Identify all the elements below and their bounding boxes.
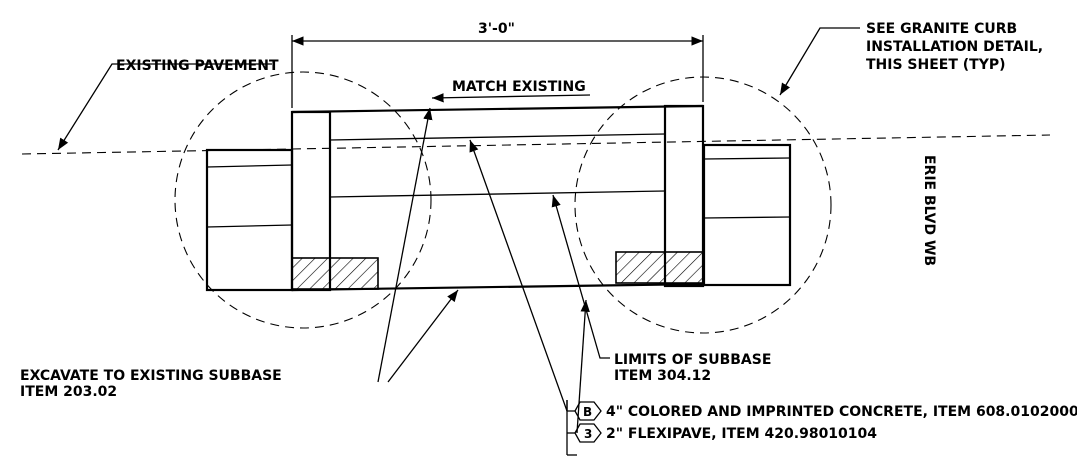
subbase-note-line1: LIMITS OF SUBBASE — [614, 352, 771, 368]
existing-pavement-label: EXISTING PAVEMENT — [116, 58, 279, 74]
subbase-note-line2: ITEM 304.12 — [614, 368, 711, 384]
subbase-leader — [551, 194, 610, 359]
callout-3-text: 2" FLEXIPAVE, ITEM 420.98010104 — [606, 426, 877, 442]
excavate-note-line1: EXCAVATE TO EXISTING SUBBASE — [20, 368, 282, 384]
granite-curb-note-line3: THIS SHEET (TYP) — [866, 57, 1006, 73]
excavate-leaders — [377, 107, 459, 383]
existing-pavement-leader — [57, 63, 272, 151]
dimension-label: 3'-0" — [478, 21, 515, 37]
street-name-label: ERIE BLVD WB — [921, 155, 937, 266]
match-existing-label: MATCH EXISTING — [452, 79, 586, 95]
left-curb-hatch — [291, 257, 379, 290]
right-pavement-block — [702, 143, 792, 287]
callout-leaders — [469, 139, 590, 456]
right-curb-hatch — [615, 251, 704, 284]
callout-b: B 4" COLORED AND IMPRINTED CONCRETE, ITE… — [574, 401, 1077, 421]
left-pavement-block — [205, 148, 294, 292]
excavate-note-line2: ITEM 203.02 — [20, 384, 117, 400]
existing-pavement-line — [21, 134, 1051, 155]
granite-curb-leader — [779, 27, 860, 96]
callout-b-tag: B — [583, 405, 592, 419]
callout-b-text: 4" COLORED AND IMPRINTED CONCRETE, ITEM … — [606, 404, 1077, 420]
callout-3-tag: 3 — [584, 427, 592, 441]
dimension-line — [291, 35, 704, 108]
center-layers — [291, 104, 704, 292]
granite-curb-note-line1: SEE GRANITE CURB — [866, 21, 1017, 37]
match-existing-arrow — [431, 93, 591, 103]
granite-curb-note-line2: INSTALLATION DETAIL, — [866, 39, 1043, 55]
detail-circle-left — [174, 71, 432, 329]
callout-3: 3 2" FLEXIPAVE, ITEM 420.98010104 — [574, 423, 877, 443]
